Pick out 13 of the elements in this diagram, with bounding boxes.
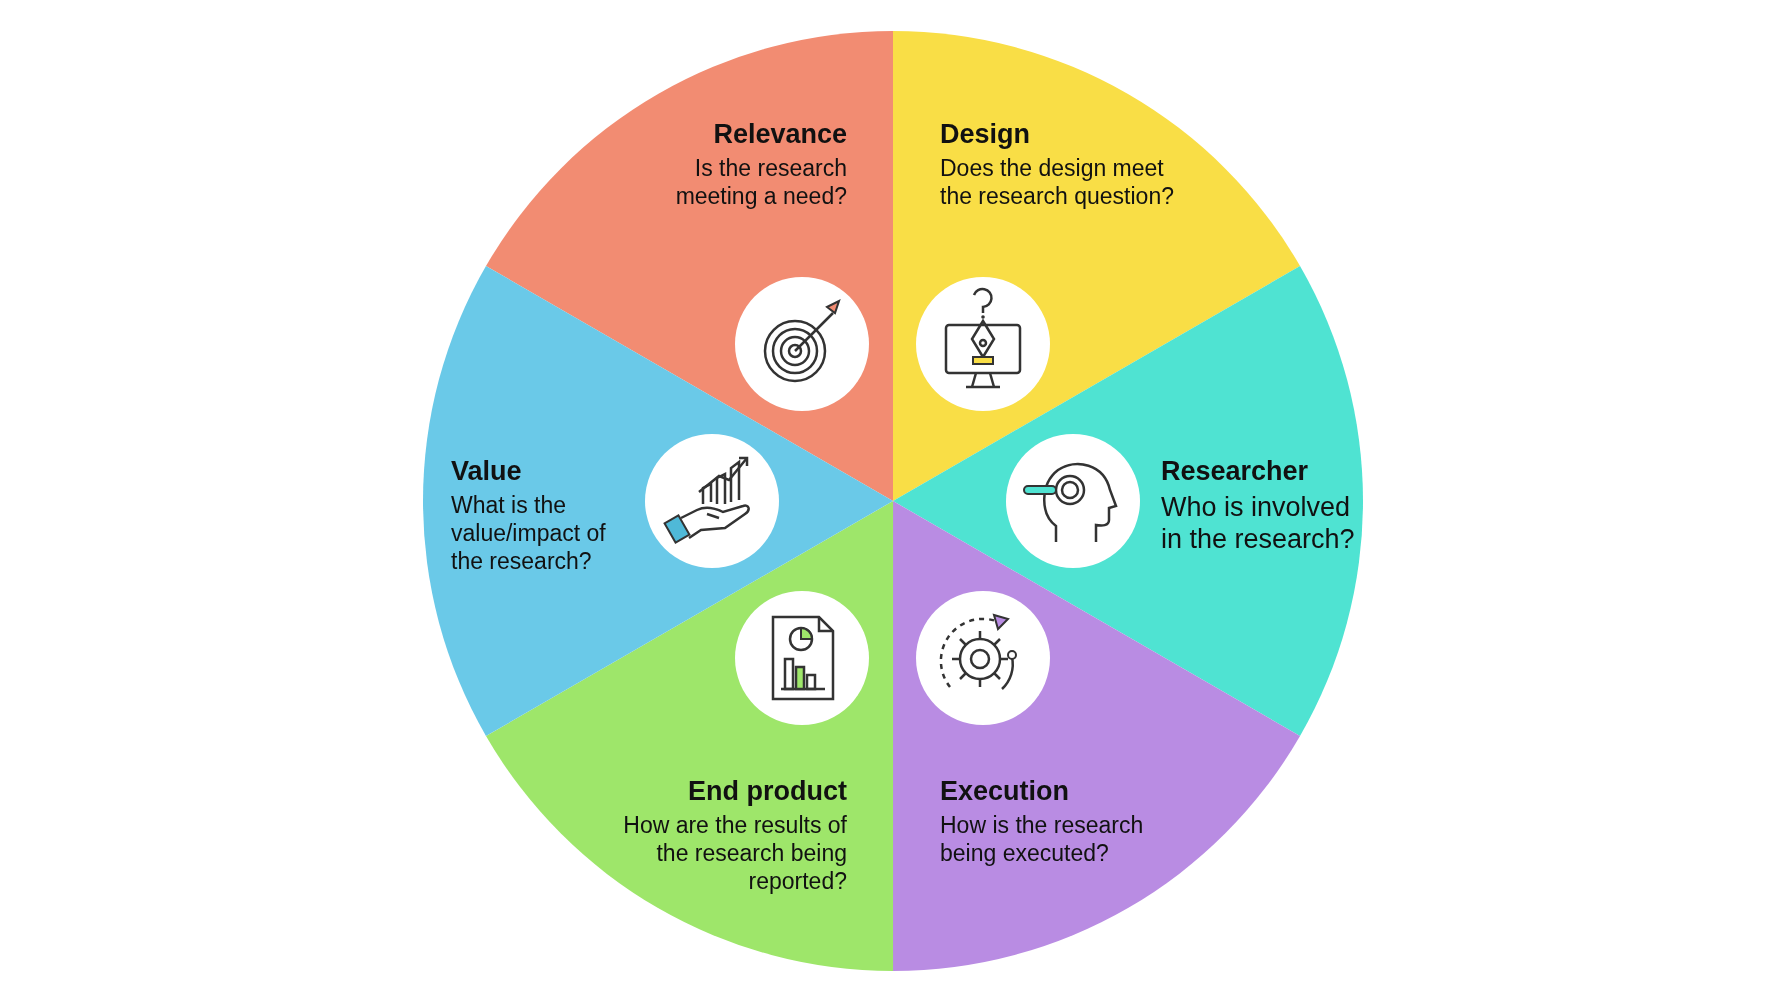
segment-question: How are the results of the research being reported?	[622, 811, 847, 895]
segment-heading: Execution	[940, 775, 1071, 807]
segment-heading: Researcher	[1161, 455, 1310, 487]
segment-question: What is the value/impact of the research?	[451, 491, 607, 575]
segment-heading: End product	[687, 775, 847, 807]
pie-segment	[423, 266, 893, 736]
segment-heading: Value	[451, 455, 523, 487]
segment-heading: Relevance	[712, 118, 847, 150]
segment-question: How is the research being executed?	[940, 811, 1145, 867]
segment-question: Does the design meet the research question?	[940, 154, 1175, 210]
segment-heading: Design	[940, 118, 1032, 150]
segment-question: Who is involved in the research?	[1161, 491, 1356, 555]
segment-question: Is the research meeting a need?	[674, 154, 847, 210]
